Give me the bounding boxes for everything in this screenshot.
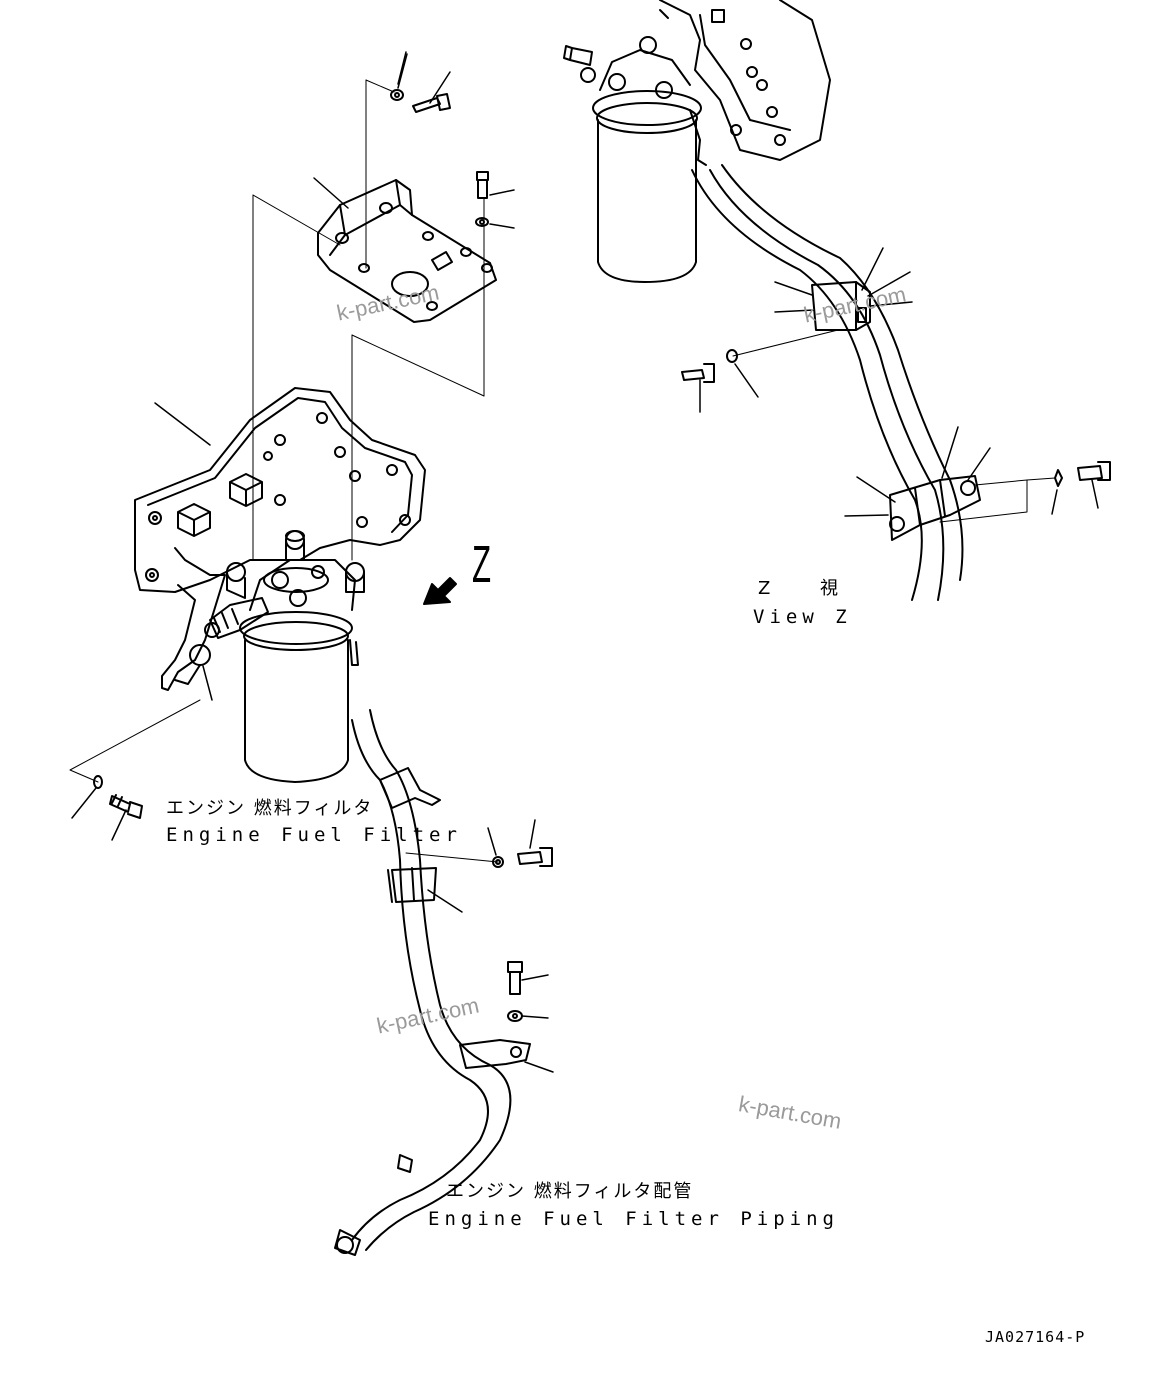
engine-plate — [134, 387, 426, 691]
piping-label-en: Engine Fuel Filter Piping — [428, 1208, 839, 1230]
engine-fuel-filter-label-en: Engine Fuel Filter — [166, 824, 462, 846]
view-z-arrow — [423, 577, 457, 605]
fuel-hose — [334, 709, 531, 1256]
engine-fuel-filter-label-jp: エンジン 燃料フィルタ — [166, 798, 374, 819]
assembly-reference-lines — [69, 79, 1056, 863]
view-z-assembly — [563, 0, 1111, 601]
view-z-marker: Z — [472, 536, 492, 594]
mounting-bracket — [317, 179, 497, 323]
piping-label-jp: エンジン 燃料フィルタ配管 — [446, 1181, 694, 1202]
fuel-filter-assembly — [204, 530, 365, 783]
filter-lower-bolts — [93, 775, 143, 819]
hose-bolts — [492, 847, 553, 1022]
view-z-label-jp: Z 視 — [758, 578, 861, 599]
drawing-number: JA027164-P — [985, 1328, 1086, 1346]
view-z-label-en: View Z — [753, 606, 852, 628]
bracket-bolts — [390, 89, 489, 227]
leader-lines — [71, 51, 1099, 1073]
